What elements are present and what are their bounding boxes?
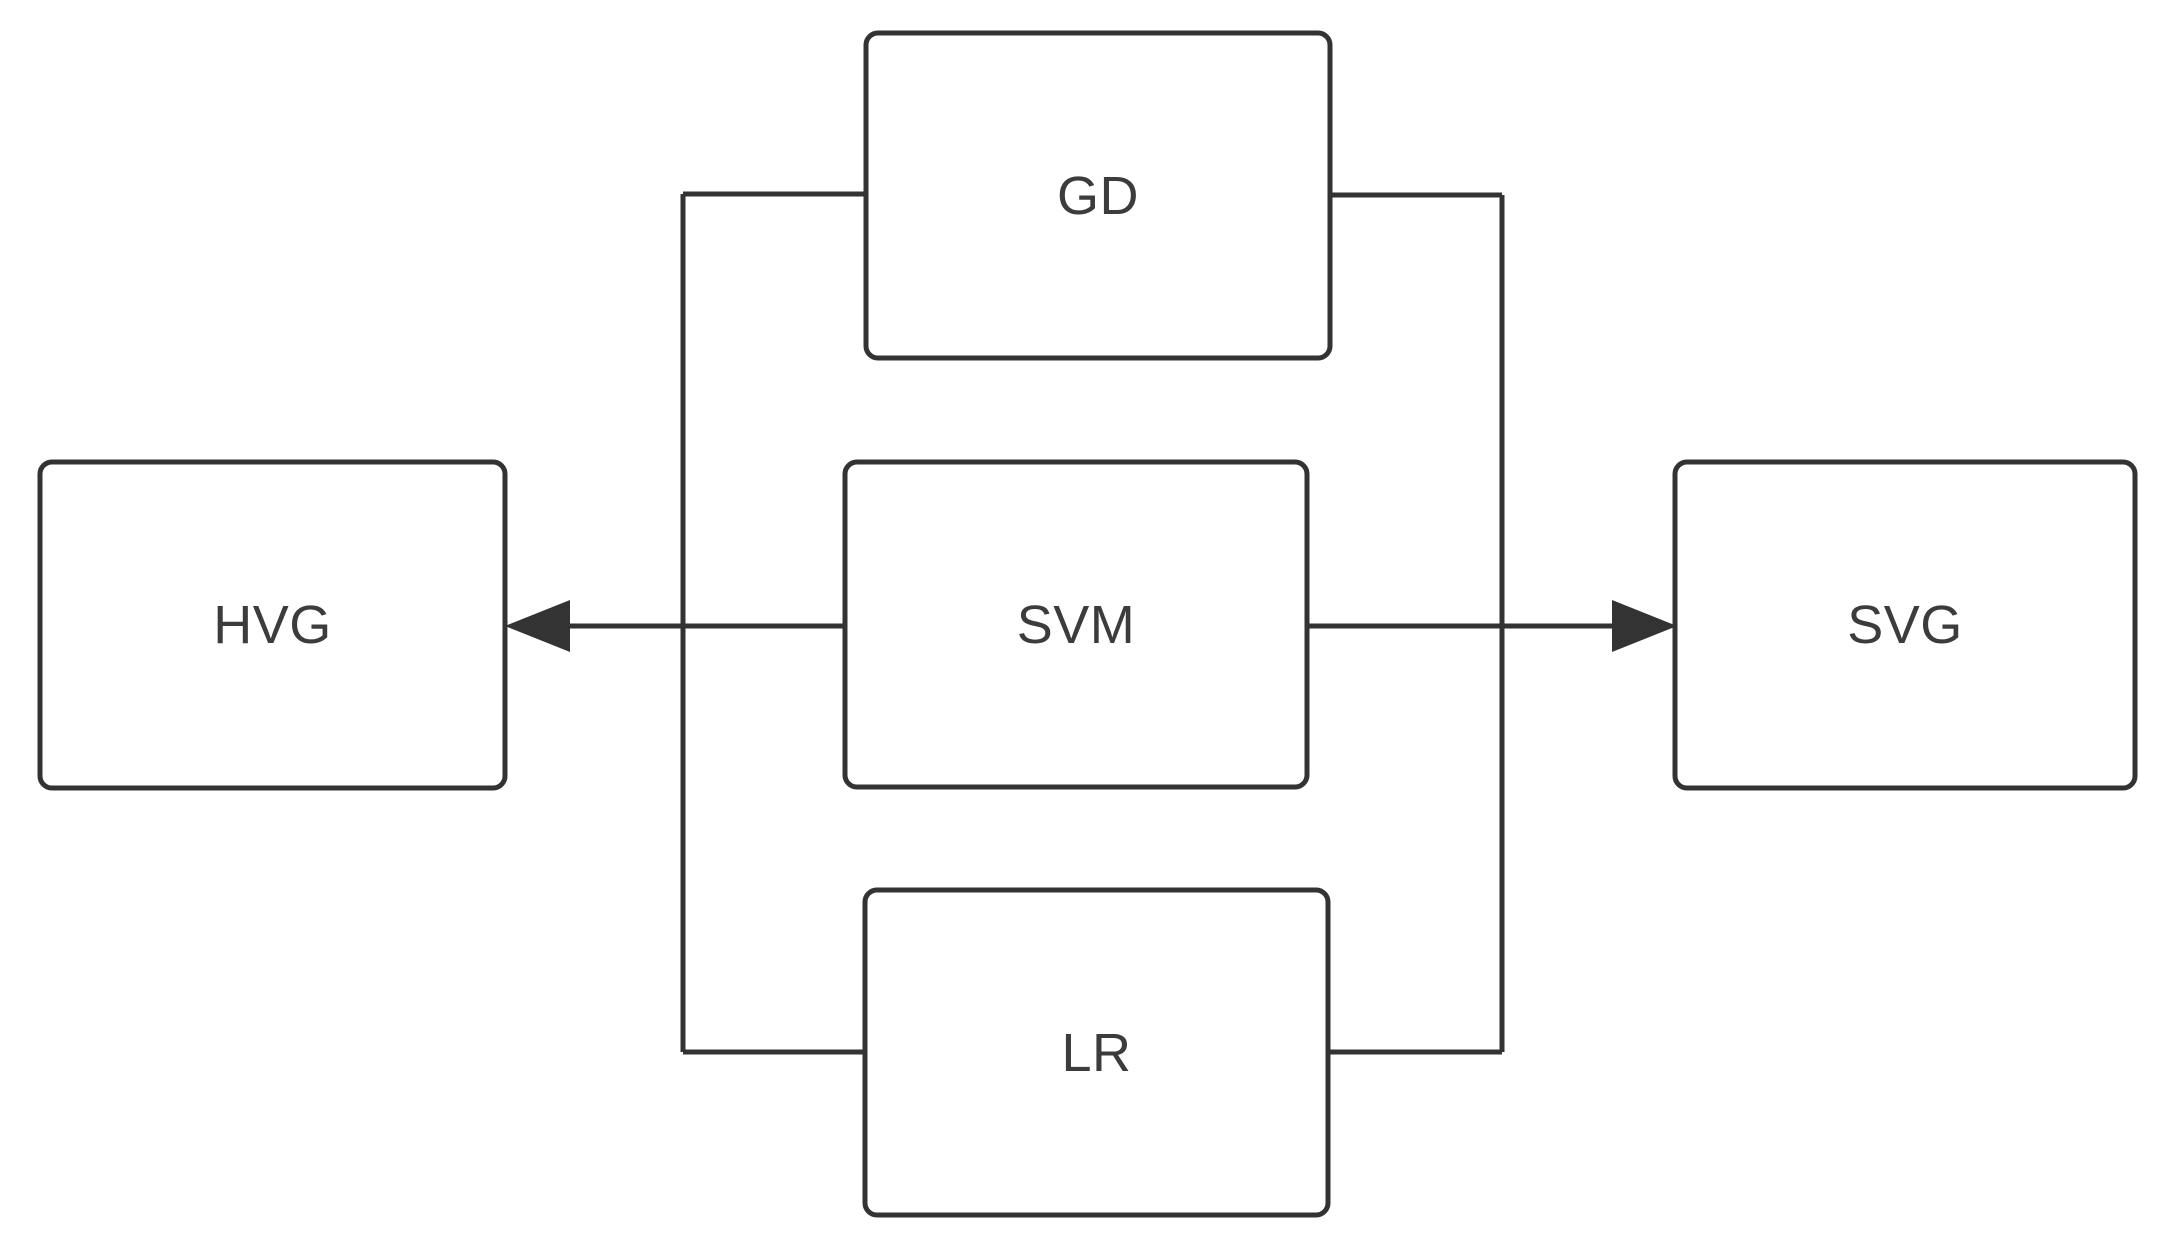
node-box-lr[interactable] bbox=[862, 887, 1331, 1218]
node-label-hvg: HVG bbox=[213, 595, 332, 655]
node-label-gd: GD bbox=[1057, 165, 1139, 226]
node-box-group bbox=[37, 30, 2138, 1218]
node-label-svg: SVG bbox=[1847, 595, 1963, 655]
node-label-lr: LR bbox=[1061, 1022, 1132, 1083]
node-box-gd[interactable] bbox=[863, 30, 1333, 361]
node-box-svg[interactable] bbox=[1672, 459, 2138, 791]
edge-group bbox=[566, 191, 1616, 1055]
node-label-svm: SVM bbox=[1016, 594, 1136, 655]
node-box-svm[interactable] bbox=[842, 459, 1310, 790]
node-box-hvg[interactable] bbox=[37, 459, 508, 791]
arrowhead-left-icon bbox=[505, 600, 570, 652]
arrowhead-right-icon bbox=[1612, 600, 1677, 652]
